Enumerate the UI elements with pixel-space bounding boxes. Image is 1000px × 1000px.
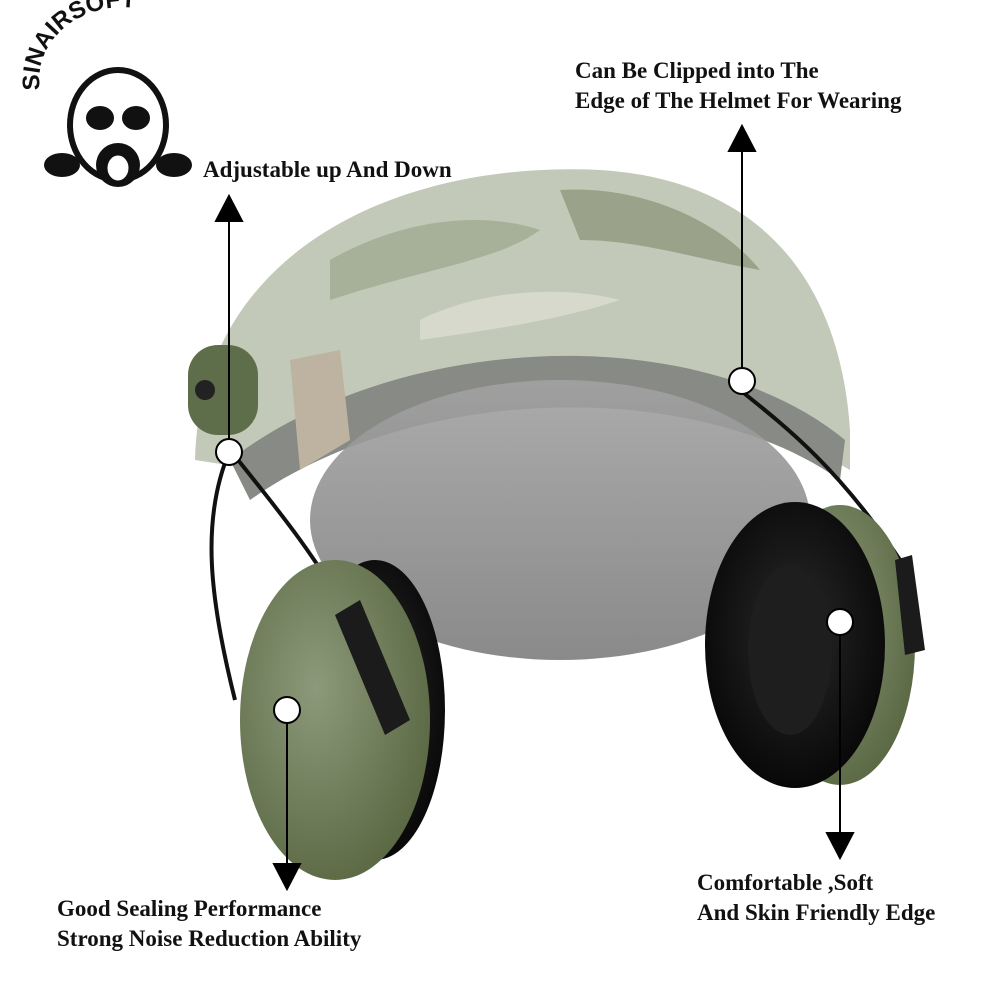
callout-dot bbox=[728, 367, 756, 395]
caption-sealing-line1: Good Sealing Performance bbox=[57, 896, 322, 921]
callout-adjustable bbox=[214, 193, 244, 466]
caption-clipped-line1: Can Be Clipped into The bbox=[575, 58, 819, 83]
arrow-down-icon bbox=[272, 863, 302, 892]
callout-dot bbox=[215, 438, 243, 466]
arrow-up-icon bbox=[727, 123, 757, 152]
brand-logo: SINAIRSOFT bbox=[18, 0, 192, 187]
caption-clipped-line2: Edge of The Helmet For Wearing bbox=[575, 88, 902, 113]
caption-adjustable: Adjustable up And Down bbox=[203, 157, 452, 182]
arrow-up-icon bbox=[214, 193, 244, 222]
callout-dot bbox=[826, 608, 854, 636]
caption-comfortable-line1: Comfortable ,Soft bbox=[697, 870, 874, 895]
caption-sealing-line2: Strong Noise Reduction Ability bbox=[57, 926, 362, 951]
arrow-down-icon bbox=[825, 832, 855, 861]
helmet bbox=[195, 169, 850, 660]
callout-clipped bbox=[727, 123, 757, 395]
callout-sealing bbox=[272, 696, 302, 892]
callout-dot bbox=[273, 696, 301, 724]
caption-comfortable-line2: And Skin Friendly Edge bbox=[697, 900, 936, 925]
callout-comfortable bbox=[825, 608, 855, 861]
